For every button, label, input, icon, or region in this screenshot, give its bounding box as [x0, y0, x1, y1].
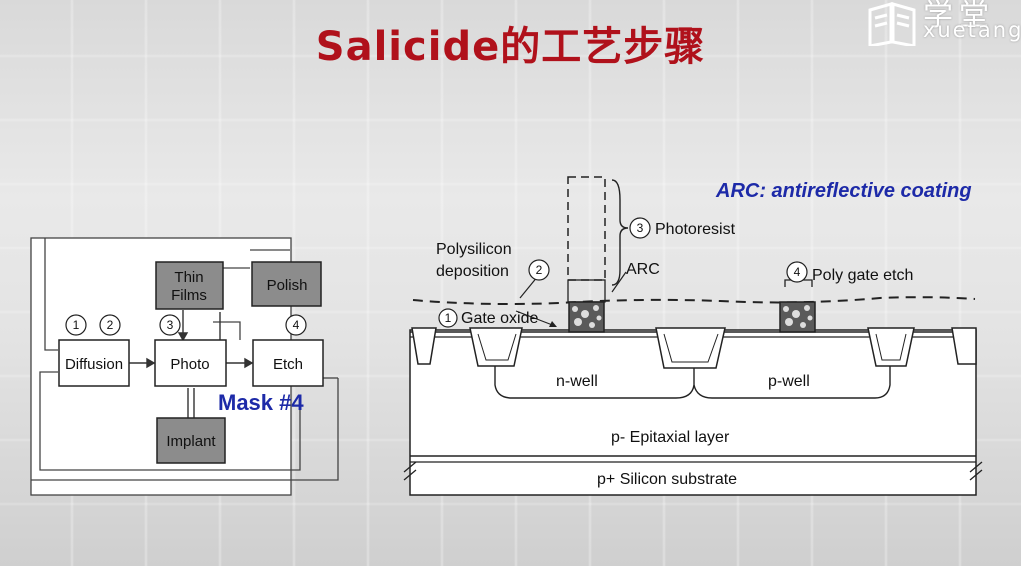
photo-label: Photo [170, 356, 209, 373]
slide-title: Salicide的工艺步骤 [315, 24, 706, 70]
etch-label: Etch [273, 356, 303, 373]
cs-marker-1: 1 [445, 311, 452, 325]
p-well-label: p-well [768, 373, 810, 390]
flow-marker-1: 1 [73, 318, 80, 332]
flow-marker-3: 3 [167, 318, 174, 332]
polysilicon-label: Polysilicon [436, 241, 512, 258]
logo-chinese-text: 学堂 [923, 0, 995, 33]
gate-oxide-label: Gate oxide [461, 310, 538, 327]
implant-label: Implant [166, 433, 216, 450]
xuetang-logo: 学堂 xuetang [831, 0, 1021, 50]
flow-marker-4: 4 [293, 318, 300, 332]
implant-box [156, 417, 226, 464]
cs-marker-4: 4 [794, 265, 801, 279]
arc-label: ARC [626, 261, 660, 278]
flow-marker-2: 2 [107, 318, 114, 332]
photoresist-label: Photoresist [655, 221, 736, 238]
silicon-substrate-label: p+ Silicon substrate [597, 471, 737, 488]
thin-films-box [155, 261, 224, 310]
thin-label: Thin [174, 269, 203, 286]
poly-gate-etch-label: Poly gate etch [812, 267, 913, 284]
logo-english-text: xuetang [923, 18, 1021, 42]
n-well-label: n-well [556, 373, 598, 390]
polish-box [251, 261, 322, 307]
deposition-label: deposition [436, 263, 509, 280]
mask-label: Mask #4 [218, 390, 304, 415]
photo-box [154, 339, 227, 387]
cs-marker-2: 2 [536, 263, 543, 277]
cs-marker-3: 3 [637, 221, 644, 235]
diffusion-box [58, 339, 130, 387]
diffusion-label: Diffusion [65, 356, 123, 373]
polish-label: Polish [267, 277, 308, 294]
book-logo-icon [868, 2, 916, 46]
films-label: Films [171, 287, 207, 304]
arc-note: ARC: antireflective coating [715, 180, 972, 202]
epitaxial-layer-label: p- Epitaxial layer [611, 429, 730, 446]
etch-box [252, 339, 324, 387]
